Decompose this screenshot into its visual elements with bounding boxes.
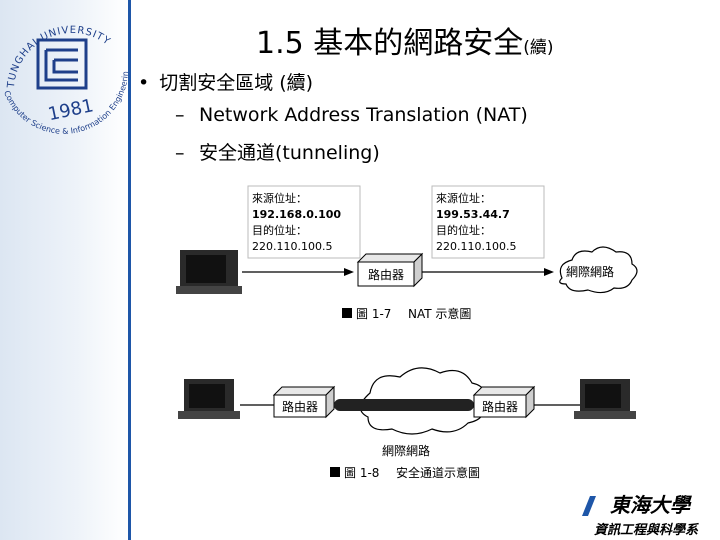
computer-icon	[178, 379, 240, 419]
address-value: 192.168.0.100	[252, 208, 341, 221]
arrow-head	[544, 268, 554, 276]
address-label: 目的位址：	[436, 223, 491, 237]
caption-marker-icon	[330, 467, 340, 477]
sidebar-divider	[128, 0, 131, 540]
sidebar-band	[0, 0, 128, 540]
caption-figure-number: 圖 1-8	[344, 466, 379, 480]
university-name: 東海大學	[610, 493, 692, 517]
address-value: 220.110.100.5	[436, 240, 516, 253]
department-name: 資訊工程與科學系	[594, 522, 700, 538]
sub-item-text: 安全通道(tunneling)	[199, 142, 380, 164]
router-label: 路由器	[482, 399, 518, 414]
logo-year: 1981	[46, 95, 95, 125]
address-value: 199.53.44.7	[436, 208, 510, 221]
figure-caption: 圖 1-7 NAT 示意圖	[342, 306, 471, 321]
internet-cloud-icon: 網際網路	[559, 246, 638, 294]
sub-item-dash: –	[175, 104, 185, 126]
router-icon: 路由器	[272, 385, 336, 419]
translated-address-box: 來源位址： 199.53.44.7 目的位址： 220.110.100.5	[431, 185, 545, 259]
slide-title: 1.5 基本的網路安全(續)	[256, 18, 554, 62]
computer-icon	[176, 250, 242, 294]
logo-emblem	[36, 38, 88, 90]
arrow-head	[344, 268, 354, 276]
nat-diagram: 來源位址： 192.168.0.100 目的位址： 220.110.100.5 …	[176, 185, 638, 321]
bullet-marker: •	[138, 72, 150, 94]
bullet-text: 切割安全區域 (續)	[159, 72, 314, 94]
caption-text: 安全通道示意圖	[396, 465, 480, 480]
address-value: 220.110.100.5	[252, 240, 332, 253]
caption-marker-icon	[342, 308, 352, 318]
address-label: 來源位址：	[436, 191, 491, 205]
address-label: 來源位址：	[252, 191, 307, 205]
caption-figure-number: 圖 1-7	[356, 307, 391, 321]
department-logo: 東海大學 資訊工程與科學系	[582, 493, 700, 538]
slide-title-suffix: (續)	[523, 38, 554, 58]
router-icon: 路由器	[356, 252, 424, 288]
tunnel-diagram: 路由器 路由器 網際網路 圖 1-8 安全通道示意圖	[178, 367, 636, 480]
university-logo: TUNGHAI UNIVERSITY Computer Science & In…	[0, 0, 130, 136]
sub-item-text: Network Address Translation (NAT)	[199, 104, 528, 126]
sub-item-dash: –	[175, 142, 185, 164]
bullet-item: • 切割安全區域 (續)	[138, 68, 313, 95]
caption-text: NAT 示意圖	[408, 306, 471, 321]
router-label: 路由器	[282, 399, 318, 414]
internet-label: 網際網路	[566, 264, 614, 279]
internet-label: 網際網路	[382, 443, 430, 458]
address-label: 目的位址：	[252, 223, 307, 237]
sub-item: –安全通道(tunneling)	[175, 138, 380, 165]
tunnel-pipe	[334, 399, 474, 411]
slide-title-main: 1.5 基本的網路安全	[256, 26, 524, 61]
sub-item: –Network Address Translation (NAT)	[175, 104, 528, 126]
source-address-box: 來源位址： 192.168.0.100 目的位址： 220.110.100.5	[247, 185, 361, 259]
logo-slash-icon	[582, 496, 596, 516]
router-label: 路由器	[368, 267, 404, 282]
figure-caption: 圖 1-8 安全通道示意圖	[330, 465, 480, 480]
computer-icon	[574, 379, 636, 419]
router-icon: 路由器	[472, 385, 536, 419]
